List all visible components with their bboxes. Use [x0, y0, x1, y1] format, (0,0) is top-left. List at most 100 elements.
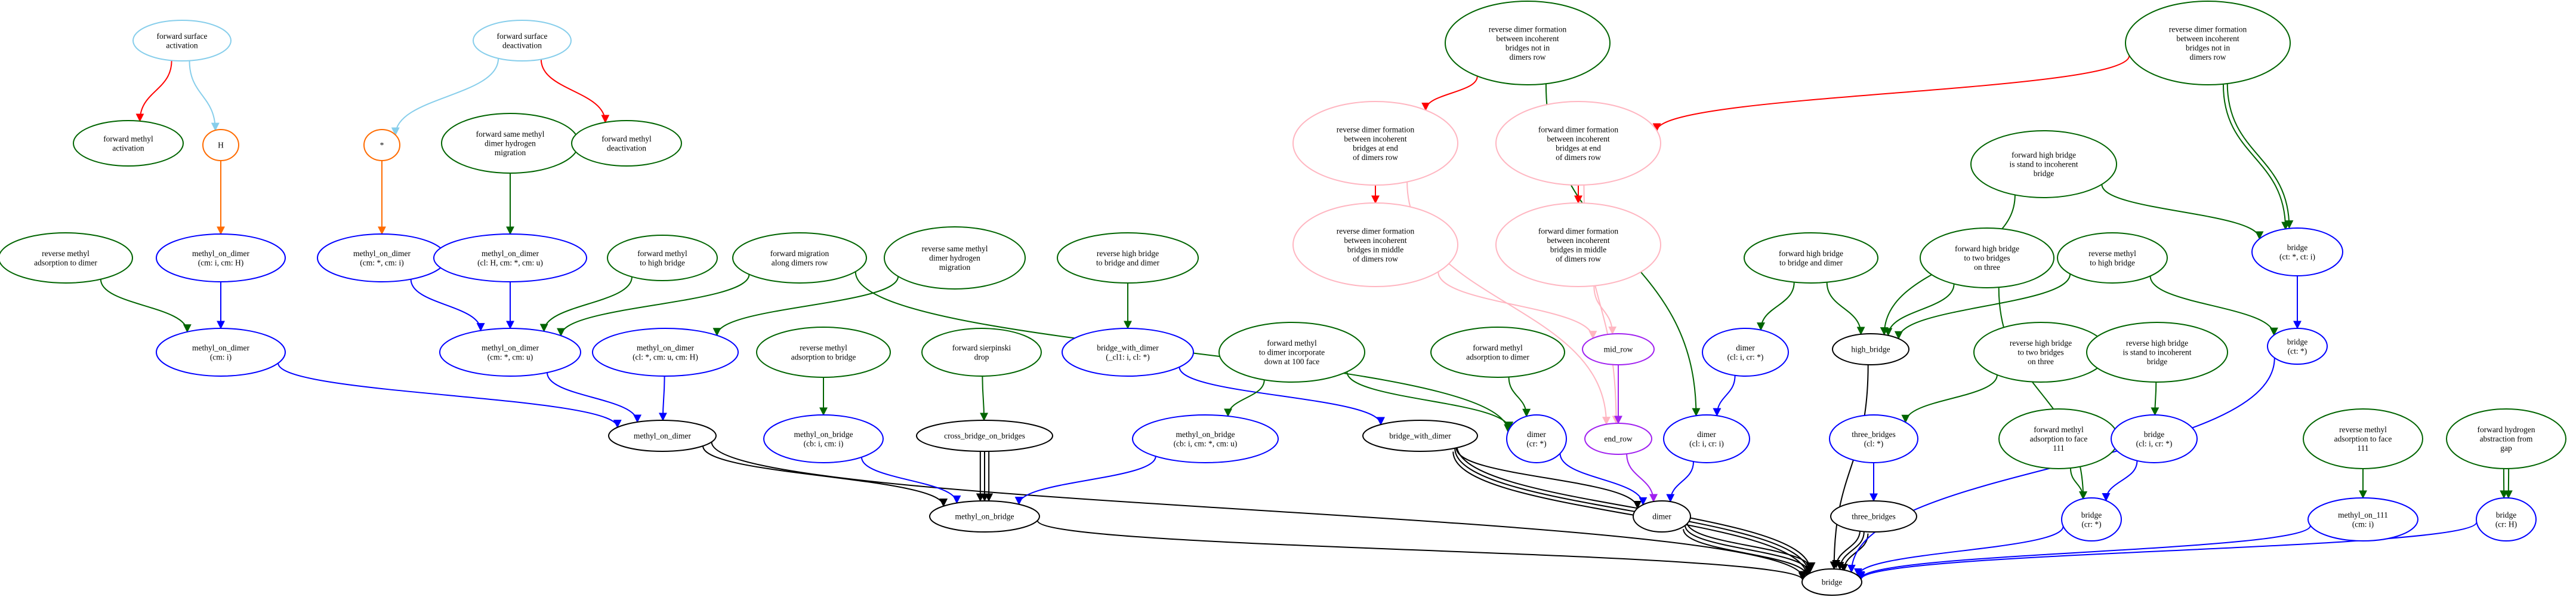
- node-methyl-on-bridge: methyl_on_bridge: [929, 500, 1040, 533]
- node-label: high_bridge: [1851, 345, 1890, 354]
- node-mod-su: methyl_on_dimer(cm: *, cm: u): [439, 328, 581, 377]
- node-bwd: bridge_with_dimer: [1362, 420, 1478, 452]
- node-label: end_row: [1604, 435, 1632, 444]
- edge-rdf2-to-bridge_ct: [2222, 84, 2290, 230]
- edge-rhb2b-to-three_bridges_cl: [1901, 374, 1998, 423]
- node-label: methyl_on_bridge: [955, 512, 1014, 521]
- node-label: methyl_on_dimer(cm: *, cm: i): [353, 249, 411, 267]
- node-label: dimer(cl: i, cr: i): [1689, 430, 1724, 448]
- node-ellipse: [732, 232, 867, 284]
- edge-fmdi-to-dimer_cr: [1346, 371, 1514, 430]
- node-ellipse: [1920, 227, 2054, 288]
- node-ellipse: [156, 233, 286, 282]
- edge-rdf1-to-rdfe: [1421, 76, 1478, 111]
- node-ellipse: [1292, 202, 1458, 287]
- edge-dimer_cl-to-dimer_cli: [1713, 375, 1736, 417]
- node-label: methyl_on_dimer(cm: i, cm: H): [192, 249, 249, 267]
- node-label: bridge(cr: *): [2081, 510, 2102, 529]
- edge-dimer_cr-to-dimer: [1559, 453, 1648, 506]
- node-ellipse: [156, 328, 286, 377]
- node-three-bridges: three_bridges: [1830, 500, 1917, 533]
- edge-fsd2-to-cbob: [980, 376, 989, 421]
- node-ellipse: [1830, 500, 1917, 533]
- node-ellipse: [2307, 497, 2418, 541]
- edges-layer: [100, 55, 2513, 581]
- edge-fhb2b-to-high_bridge: [1884, 284, 1955, 337]
- node-ellipse: [0, 232, 133, 284]
- node-ellipse: [607, 235, 718, 281]
- node-mod-clh: methyl_on_dimer(cl: *, cm: u, cm: H): [592, 328, 739, 377]
- node-label: bridge(cl: i, cr: *): [2136, 430, 2173, 448]
- node-bridge-cts: bridge(ct: *): [2267, 328, 2328, 365]
- node-label: bridge_with_dimer: [1389, 432, 1451, 441]
- node-ellipse: [2125, 1, 2291, 85]
- node-ellipse: [2057, 232, 2168, 284]
- node-label: dimer(cr: *): [1526, 430, 1546, 448]
- edge-fsd-to-star: [391, 58, 499, 136]
- node-label: dimer(cl: i, cr: *): [1727, 343, 1764, 362]
- node-methyl-on-dimer: methyl_on_dimer: [608, 420, 717, 452]
- node-ellipse: [571, 120, 682, 167]
- node-label: cross_bridge_on_bridges: [944, 432, 1025, 441]
- node-ellipse: [363, 129, 400, 161]
- node-end-row: end_row: [1584, 423, 1652, 455]
- node-label: methyl_on_bridge(cb: i, cm: i): [794, 430, 853, 448]
- edge-methyl_on_bridge-to-bridge: [1036, 520, 1807, 581]
- edge-rhbsi-to-bridge_cli: [2151, 381, 2159, 416]
- edge-rsmdhm-to-mod_clH: [712, 276, 899, 337]
- edge-high_bridge-to-bridge: [1830, 364, 1869, 570]
- node-ellipse: [1445, 1, 1611, 85]
- edge-fmad-to-dimer_cr: [1508, 377, 1531, 417]
- edge-bwd-to-dimer: [1455, 448, 1642, 509]
- node-bridge-ct: bridge(ct: *, ct: i): [2251, 227, 2343, 276]
- node-ellipse: [1362, 420, 1478, 452]
- node-dimer-cl: dimer(cl: i, cr: *): [1702, 328, 1789, 377]
- edge-mob_s-to-methyl_on_bridge: [1014, 456, 1156, 506]
- node-ellipse: [916, 420, 1053, 452]
- edge-fsd-to-fmd: [540, 59, 610, 124]
- node-mob-s: methyl_on_bridge(cb: i, cm: *, cm: u): [1132, 414, 1279, 463]
- node-ellipse: [433, 233, 587, 282]
- node-three-bridges-cl: three_bridges(cl: *): [1829, 414, 1918, 463]
- node-ellipse: [473, 20, 572, 61]
- node-ellipse: [2061, 497, 2122, 541]
- edge-fhbsi-to-bridge_ct: [2101, 184, 2264, 240]
- node-ellipse: [132, 20, 232, 61]
- edge-mod_i-to-methyl_on_dimer: [277, 362, 622, 429]
- edge-mod2-to-mod_su: [410, 279, 485, 332]
- node-label: bridge(cr: H): [2495, 510, 2517, 529]
- node-high-bridge: high_bridge: [1832, 333, 1909, 365]
- node-label: mid_row: [1604, 345, 1633, 354]
- edge-dimer-to-bridge: [1685, 525, 1814, 574]
- edge-bridge_crH-to-bridge: [1857, 522, 2478, 580]
- edge-three_bridges-to-bridge: [1835, 531, 1865, 571]
- node-ellipse: [202, 129, 239, 161]
- node-ellipse: [1744, 232, 1878, 284]
- edge-rdf2-to-fdfe: [1652, 55, 2130, 132]
- edge-bwd-to-bridge: [1456, 444, 1815, 571]
- node-mod1: methyl_on_dimer(cm: i, cm: H): [156, 233, 286, 282]
